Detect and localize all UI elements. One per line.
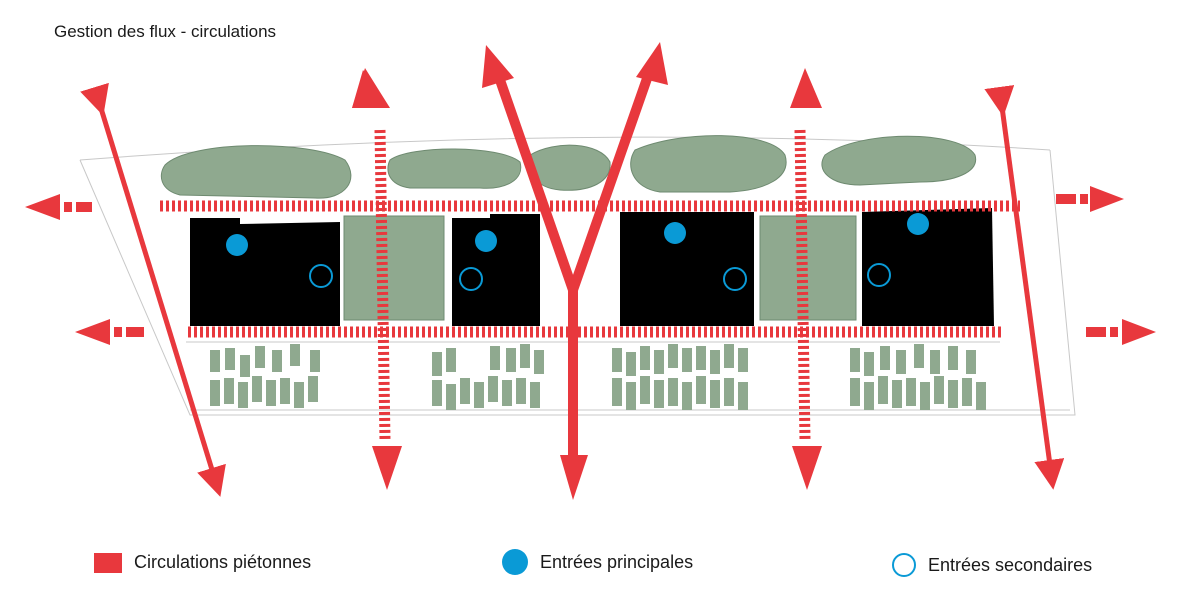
y-route	[495, 68, 655, 460]
building-2	[452, 214, 540, 326]
diagram-title: Gestion des flux - circulations	[54, 22, 277, 41]
main-entrance-2	[475, 230, 497, 252]
housing-blocks	[210, 344, 986, 410]
solid-routes	[80, 82, 1065, 497]
secondary-entrance-4	[867, 263, 891, 287]
secondary-entrances	[309, 263, 891, 291]
legend-main-entrances-label: Entrées principales	[540, 551, 694, 572]
secondary-entrance-3	[723, 267, 747, 291]
secondary-entrance-1	[309, 264, 333, 288]
courtyard-1	[343, 215, 445, 321]
main-entrance-1	[226, 234, 248, 256]
garden-4	[630, 135, 787, 193]
legend-secondary-entrances: Entrées secondaires	[892, 553, 1092, 577]
dashed-vertical-routes	[374, 129, 811, 441]
dashed-route-arrowheads	[352, 68, 822, 490]
main-entrance-4	[907, 213, 929, 235]
garden-2	[387, 148, 522, 189]
vegetation-zones	[160, 135, 977, 321]
garden-5	[821, 135, 977, 186]
courtyard-2	[759, 215, 857, 321]
legend-main-entrances: Entrées principales	[502, 549, 693, 575]
y-route-arrowheads	[482, 42, 668, 500]
legend-pedestrian-label: Circulations piétonnes	[134, 552, 312, 572]
main-entrances	[226, 213, 929, 256]
main-entrance-swatch-icon	[502, 549, 528, 575]
building-1	[190, 218, 340, 326]
secondary-entrance-swatch-icon	[892, 553, 916, 577]
legend-secondary-entrances-label: Entrées secondaires	[928, 554, 1093, 575]
building-4	[862, 208, 994, 326]
main-entrance-3	[664, 222, 686, 244]
dashed-horizontal-routes	[160, 200, 1020, 338]
legend-pedestrian: Circulations piétonnes	[94, 552, 311, 573]
pedestrian-swatch-icon	[94, 552, 122, 573]
garden-1	[160, 145, 352, 199]
secondary-entrance-2	[459, 267, 483, 291]
